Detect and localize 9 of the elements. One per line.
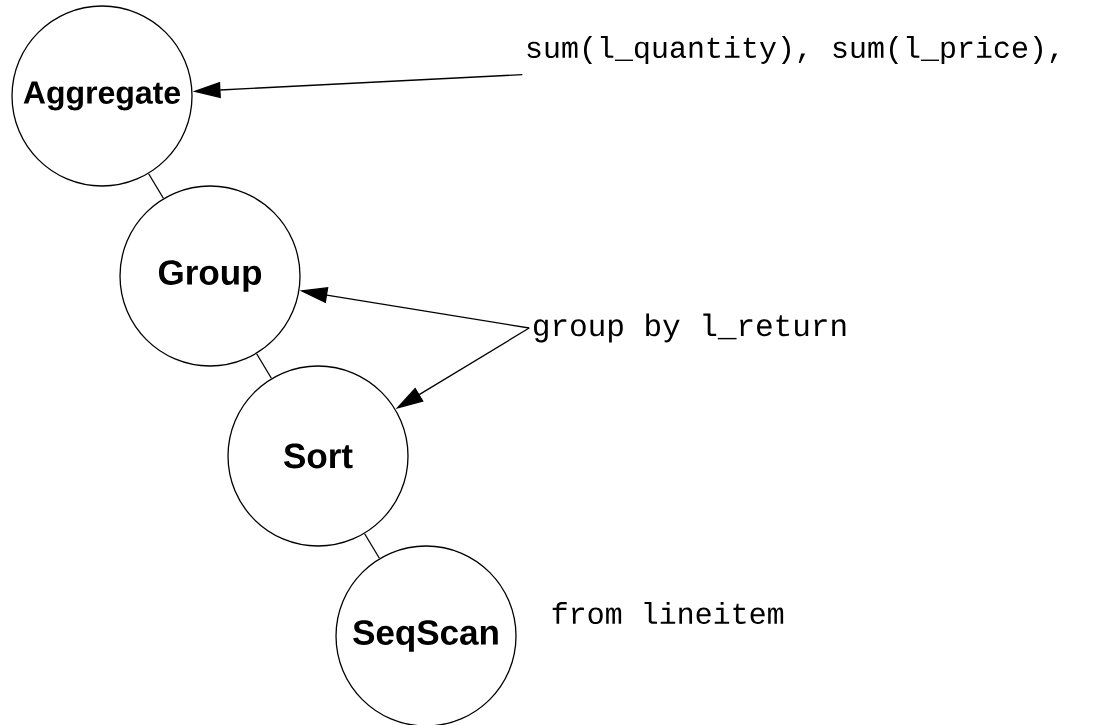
- connector-line: [256, 353, 272, 379]
- circle-node: Sort: [227, 365, 409, 547]
- code-text: group by l_return: [534, 313, 846, 343]
- circle-node: Aggregate: [11, 5, 193, 187]
- connector-line: [148, 173, 164, 199]
- connector-line: [364, 533, 380, 559]
- circle-node: Group: [119, 185, 301, 367]
- code-text: from lineitem: [552, 602, 784, 624]
- code-text: sum(l_quantity), sum(l_price),: [527, 36, 1058, 64]
